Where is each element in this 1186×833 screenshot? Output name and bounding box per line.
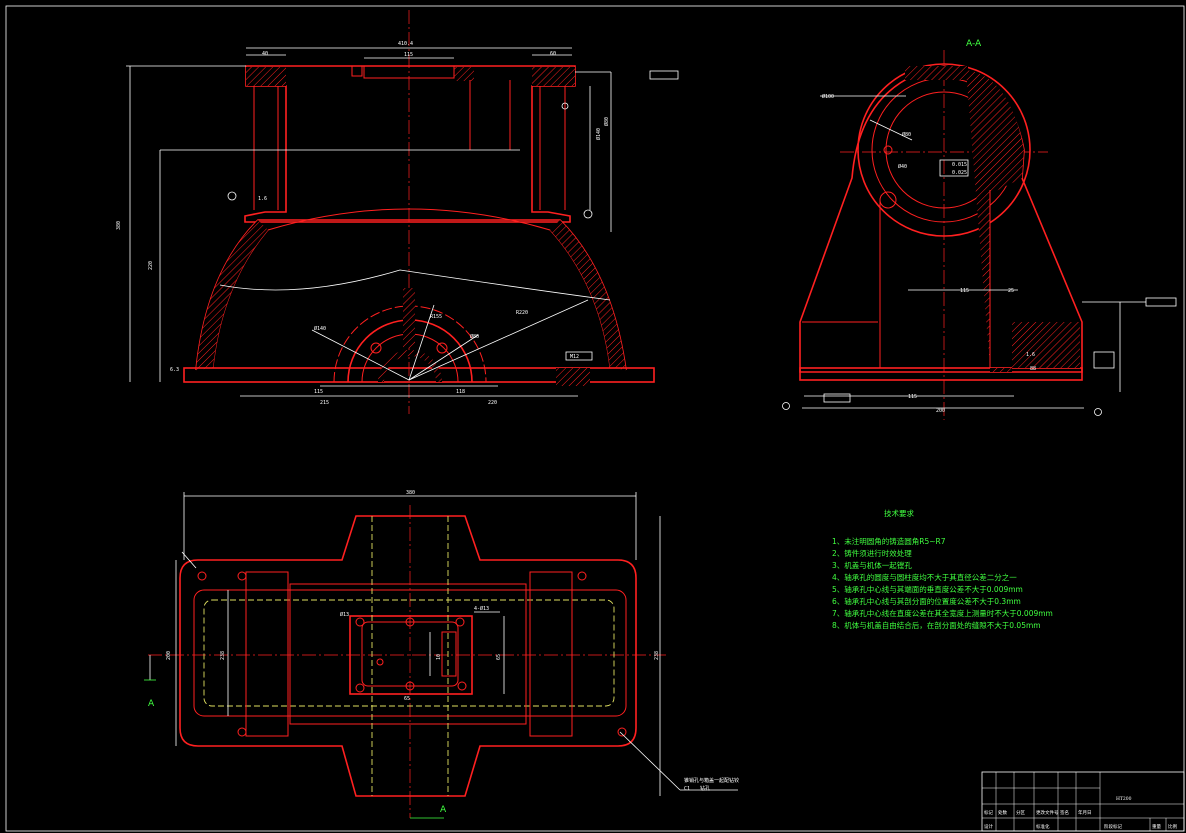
- svg-text:6.3: 6.3: [170, 367, 179, 373]
- svg-text:238: 238: [220, 651, 226, 660]
- svg-text:200: 200: [936, 408, 945, 414]
- svg-text:220: 220: [148, 261, 154, 270]
- tech-item: 7、轴承孔中心线在直度公差在其全宽度上测量时不大于0.009mm: [832, 608, 1053, 618]
- tb-cell: 设计: [984, 823, 993, 830]
- svg-text:88: 88: [1030, 366, 1036, 372]
- svg-text:Ø80: Ø80: [603, 117, 610, 126]
- svg-text:200: 200: [166, 651, 172, 660]
- tb-cell: 标记: [984, 809, 993, 816]
- tb-cell: 分区: [1016, 809, 1025, 816]
- tb-cell: 比例: [1168, 823, 1177, 830]
- svg-text:380: 380: [116, 221, 122, 230]
- svg-text:215: 215: [320, 400, 329, 406]
- svg-text:R155: R155: [430, 314, 442, 320]
- view-arrow-left: A: [148, 699, 155, 709]
- tb-cell: 更改文件号: [1036, 809, 1059, 816]
- svg-text:40: 40: [262, 51, 268, 57]
- svg-text:0.015: 0.015: [952, 162, 967, 168]
- svg-text:1.6: 1.6: [1026, 352, 1035, 358]
- svg-text:118: 118: [456, 389, 465, 395]
- svg-text:Ø13: Ø13: [340, 611, 349, 618]
- svg-text:C1: C1: [684, 786, 690, 792]
- svg-text:380: 380: [406, 490, 415, 496]
- tech-item: 4、轴承孔的圆度与圆柱度均不大于其直径公差二分之一: [832, 572, 1017, 582]
- svg-text:115: 115: [960, 288, 969, 294]
- tb-cell: 标准化: [1036, 823, 1050, 830]
- svg-text:115: 115: [404, 52, 413, 58]
- tech-item: 2、铸件须进行时效处理: [832, 548, 912, 558]
- front-view: 40 410.4 60 115 115 118 215 220 380 220 …: [116, 10, 679, 414]
- tech-item: 3、机盖与机体一起镗孔: [832, 560, 912, 570]
- svg-text:1.6: 1.6: [258, 196, 267, 202]
- drill-note: 钻孔: [700, 785, 710, 792]
- svg-text:10: 10: [436, 654, 442, 660]
- svg-text:0.025: 0.025: [952, 170, 967, 176]
- svg-text:Ø40: Ø40: [898, 163, 907, 170]
- svg-text:Ø100: Ø100: [822, 93, 834, 100]
- view-arrow-bottom: A: [440, 805, 447, 815]
- tb-cell: 处数: [998, 809, 1007, 816]
- tech-item: 1、未注明圆角的铸造圆角R5~R7: [832, 536, 946, 546]
- svg-text:410.4: 410.4: [398, 41, 413, 47]
- svg-text:65: 65: [496, 654, 502, 660]
- tech-item: 6、轴承孔中心线与其剖分面的位置度公差不大于0.3mm: [832, 596, 1021, 606]
- svg-text:M12: M12: [570, 354, 579, 360]
- svg-text:115: 115: [908, 394, 917, 400]
- svg-text:Ø80: Ø80: [902, 131, 911, 138]
- tb-cell: 重量: [1152, 823, 1161, 830]
- svg-text:Ø80: Ø80: [470, 333, 479, 340]
- svg-text:238: 238: [654, 651, 660, 660]
- svg-text:65: 65: [404, 696, 410, 702]
- tech-item: 8、机体与机盖自由结合后，在剖分面处的缝隙不大于0.05mm: [832, 620, 1041, 630]
- dowel-note: 锥销孔与箱盖一起配钻铰: [684, 777, 739, 784]
- svg-text:60: 60: [550, 51, 556, 57]
- tech-item: 5、轴承孔中心线与其端面的垂直度公差不大于0.009mm: [832, 584, 1023, 594]
- svg-text:220: 220: [488, 400, 497, 406]
- drawing-border: [5, 5, 1185, 832]
- svg-text:Ø140: Ø140: [314, 325, 326, 332]
- svg-text:115: 115: [314, 389, 323, 395]
- section-view-aa: A-A Ø100 Ø80 Ø40 115 25 200 115: [782, 39, 1177, 420]
- svg-text:25: 25: [1008, 288, 1014, 294]
- tb-cell: 阶段标记: [1104, 823, 1122, 830]
- title-block: HT200 标记 处数 分区 更改文件号 签名 年月日 设计 标准化 阶段标记 …: [981, 771, 1185, 832]
- tb-cell: 年月日: [1078, 809, 1092, 816]
- top-view: 380 200 238 238 65 10 4-Ø13 Ø13 65 锥销孔与箱…: [144, 490, 739, 819]
- svg-text:R220: R220: [516, 310, 528, 316]
- tech-title: 技术要求: [884, 508, 914, 518]
- tech-requirements: 技术要求 1、未注明圆角的铸造圆角R5~R7 2、铸件须进行时效处理 3、机盖与…: [832, 508, 1053, 630]
- svg-text:4-Ø13: 4-Ø13: [474, 605, 489, 612]
- material-label: HT200: [1116, 796, 1132, 802]
- tb-cell: 签名: [1060, 809, 1069, 816]
- svg-text:Ø140: Ø140: [595, 128, 602, 140]
- section-label: A-A: [966, 39, 982, 49]
